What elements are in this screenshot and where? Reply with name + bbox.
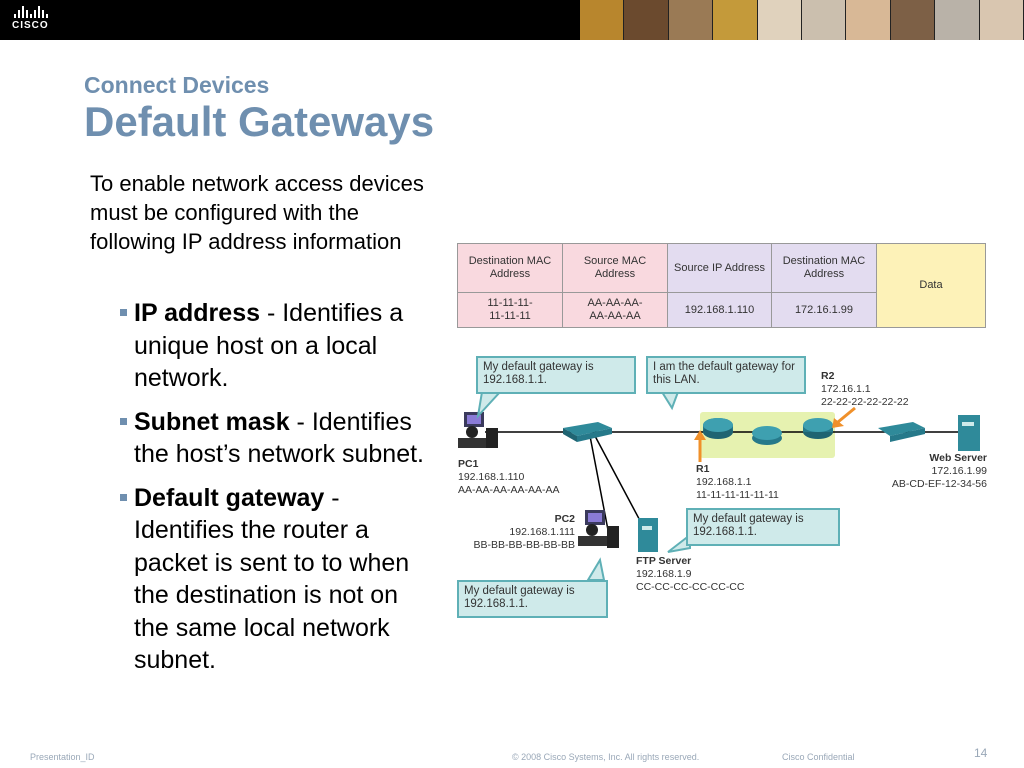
bullet-desc: - Identifies the host’s network subnet.	[134, 407, 424, 469]
device-mac: 22-22-22-22-22-22	[821, 396, 909, 408]
callout-ftp: My default gateway is 192.168.1.1.	[686, 508, 840, 546]
router-icon	[703, 418, 733, 439]
cisco-logo-bars	[14, 6, 62, 18]
pc2-label: PC2 192.168.1.111 BB-BB-BB-BB-BB-BB	[462, 513, 575, 552]
frame-value-dest-mac: 11-11-11-11-11-11	[457, 292, 563, 328]
frame-value-dest-ip: 172.16.1.99	[771, 292, 877, 328]
frame-value-src-mac: AA-AA-AA-AA-AA-AA	[562, 292, 668, 328]
router-zone	[700, 412, 835, 458]
footer-presentation-id: Presentation_ID	[30, 752, 95, 762]
bullet-list: IP address - Identifies a unique host on…	[120, 297, 430, 688]
frame-header-dest-mac: Destination MAC Address	[457, 243, 563, 293]
square-bullet-icon	[120, 493, 127, 501]
callout-pc2: My default gateway is 192.168.1.1.	[457, 580, 608, 618]
callout-pointer	[476, 391, 503, 420]
r1-label: R1 192.168.1.1 11-11-11-11-11-11	[696, 463, 779, 502]
device-mac: AB-CD-EF-12-34-56	[891, 478, 987, 490]
device-ip: 192.168.1.9	[636, 568, 692, 580]
web-server-label: Web Server 172.16.1.99 AB-CD-EF-12-34-56	[860, 452, 987, 491]
bullet-default-gateway: Default gateway - Identifies the router …	[120, 482, 430, 677]
callout-r1: I am the default gateway for this LAN.	[646, 356, 806, 394]
bullet-ip-address: IP address - Identifies a unique host on…	[120, 297, 430, 395]
bullet-subnet-mask: Subnet mask - Identifies the host’s netw…	[120, 406, 430, 471]
intro-text: To enable network access devices must be…	[90, 171, 424, 254]
arrow-icon	[832, 406, 856, 428]
logo-text: CISCO	[12, 20, 49, 31]
ftp-link	[594, 435, 646, 531]
bullet-term: IP address	[134, 299, 261, 327]
square-bullet-icon	[120, 309, 127, 316]
frame-value-src-ip: 192.168.1.110	[667, 292, 772, 328]
frame-header-src-ip: Source IP Address	[667, 243, 772, 293]
device-name: R2	[821, 370, 835, 382]
top-banner: CISCO	[0, 0, 1024, 40]
bullet-desc: - Identifies a unique host on a local ne…	[134, 299, 404, 392]
server-icon	[958, 415, 980, 451]
photo-strip	[580, 0, 1024, 40]
device-name: FTP Server	[636, 555, 692, 567]
slide-title: Default Gateways	[84, 98, 435, 145]
callout-pc1: My default gateway is 192.168.1.1.	[476, 356, 636, 394]
device-name: R1	[696, 463, 710, 475]
device-mac: AA-AA-AA-AA-AA-AA	[458, 484, 560, 496]
bullet-term: Subnet mask	[134, 407, 290, 436]
device-mac: 11-11-11-11-11-11	[696, 489, 779, 501]
footer-copyright: © 2008 Cisco Systems, Inc. All rights re…	[512, 752, 700, 762]
footer-confidential: Cisco Confidential	[782, 752, 855, 762]
arrow-icon	[694, 430, 706, 462]
frame-data: Data	[876, 243, 986, 328]
pc1-label: PC1 192.168.1.110 AA-AA-AA-AA-AA-AA	[458, 458, 560, 497]
device-ip: 192.168.1.111	[509, 526, 575, 538]
frame-header-dest-ip: Destination MAC Address	[771, 243, 877, 293]
bullet-term: Default gateway	[134, 483, 325, 512]
bullet-desc: - Identifies the router a packet is sent…	[134, 483, 410, 675]
pc-icon	[578, 510, 619, 548]
device-ip: 172.16.1.1	[821, 383, 871, 395]
device-ip: 192.168.1.110	[458, 471, 525, 483]
device-ip: 172.16.1.99	[931, 465, 987, 477]
device-name: PC1	[458, 458, 479, 470]
device-ip: 192.168.1.1	[696, 476, 752, 488]
r2-label: R2 172.16.1.1 22-22-22-22-22-22	[821, 370, 909, 409]
frame-table: Destination MAC Address Source MAC Addre…	[457, 243, 986, 328]
router-icon	[752, 426, 782, 445]
pc2-link	[589, 435, 609, 531]
callout-pointer	[660, 391, 680, 411]
device-name: PC2	[554, 513, 575, 525]
pc-icon	[458, 412, 498, 448]
switch-icon	[878, 422, 925, 442]
callout-pointer	[586, 557, 606, 581]
device-mac: BB-BB-BB-BB-BB-BB	[473, 539, 575, 551]
device-name: Web Server	[929, 452, 987, 464]
device-mac: CC-CC-CC-CC-CC-CC	[636, 581, 745, 593]
server-icon	[638, 518, 658, 552]
cisco-logo: CISCO	[12, 6, 62, 34]
page-number: 14	[974, 746, 988, 760]
switch-icon	[563, 422, 612, 442]
router-icon	[803, 418, 833, 439]
square-bullet-icon	[120, 417, 127, 425]
slide-subtitle: Connect Devices	[84, 72, 270, 98]
frame-header-src-mac: Source MAC Address	[562, 243, 668, 293]
ftp-server-label: FTP Server 192.168.1.9 CC-CC-CC-CC-CC-CC	[636, 555, 744, 594]
